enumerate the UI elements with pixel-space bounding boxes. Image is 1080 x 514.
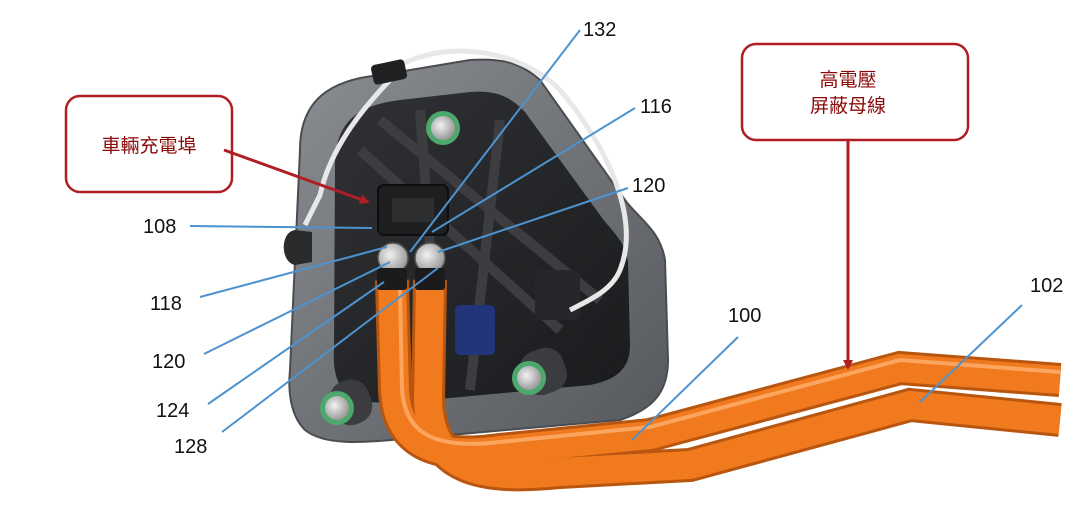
bolt-bottom-left — [320, 379, 373, 426]
leader-120-top — [437, 187, 629, 253]
label-124: 124 — [156, 400, 189, 422]
callout-box-busbar — [740, 42, 970, 142]
label-120-top: 120 — [632, 175, 665, 197]
label-102: 102 — [1030, 275, 1063, 297]
label-132: 132 — [583, 19, 616, 41]
leader-108 — [189, 225, 373, 229]
callout-charging-port: 車輛充電埠 — [101, 135, 196, 157]
label-120-left: 120 — [152, 351, 185, 373]
cable-ferrule-1 — [377, 268, 407, 290]
label-108: 108 — [143, 216, 176, 238]
leader-118 — [199, 246, 388, 298]
callout-busbar-line2: 屏蔽母線 — [810, 95, 886, 117]
bolt-top — [426, 111, 460, 145]
leader-116 — [431, 107, 636, 233]
rib-structure — [356, 109, 604, 391]
hv-cable-2 — [413, 279, 1062, 489]
leader-124 — [207, 281, 385, 405]
label-100: 100 — [728, 305, 761, 327]
label-128: 128 — [174, 436, 207, 458]
leader-100 — [631, 336, 739, 441]
sensor-wire — [302, 48, 629, 313]
leader-128 — [221, 267, 439, 433]
mounting-ear-left — [283, 230, 312, 265]
signal-connector-face — [392, 198, 434, 222]
sensor-plug — [371, 59, 407, 85]
cable-ferrule-2 — [415, 268, 445, 290]
hv-cable-highlight — [398, 289, 1061, 446]
leader-102 — [919, 304, 1023, 403]
arrow-charging-port — [223, 148, 370, 204]
bolt-bottom-right — [512, 347, 567, 396]
blue-component — [455, 305, 495, 355]
side-connector — [535, 270, 580, 320]
leader-120-left — [203, 261, 391, 355]
leader-132 — [409, 29, 581, 253]
callout-busbar-line1: 高電壓 — [819, 69, 876, 91]
callout-box-charging-port — [64, 94, 234, 194]
label-118: 118 — [150, 293, 182, 315]
label-116: 116 — [640, 96, 672, 118]
